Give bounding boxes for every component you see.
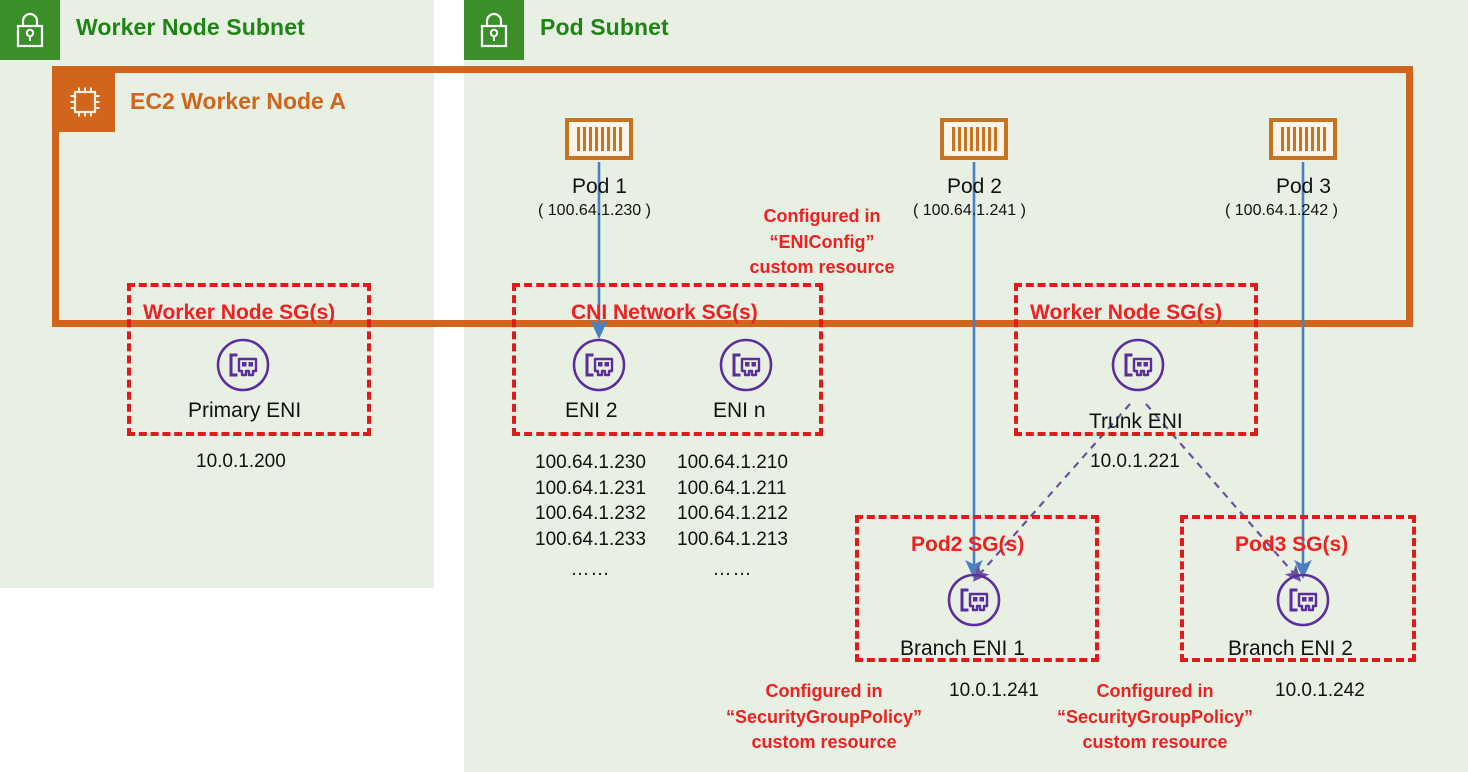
network-card-icon bbox=[946, 572, 1002, 628]
pod3-sg-box bbox=[1180, 515, 1416, 662]
cni-network-sg-title: CNI Network SG(s) bbox=[571, 301, 758, 324]
worker-node-subnet-title: Worker Node Subnet bbox=[76, 14, 305, 40]
ec2-worker-node-title: EC2 Worker Node A bbox=[130, 88, 346, 114]
pod-container-icon bbox=[1269, 118, 1337, 160]
ip-pool-ellipsis: …… bbox=[712, 558, 753, 580]
sgp-note-pod3: Configured in “SecurityGroupPolicy” cust… bbox=[1029, 679, 1281, 756]
lock-icon bbox=[480, 12, 508, 48]
network-card-icon bbox=[1110, 337, 1166, 393]
pod-subnet-title: Pod Subnet bbox=[540, 14, 669, 40]
ip-pool-entry: 100.64.1.213 bbox=[677, 528, 788, 550]
network-card-icon bbox=[718, 337, 774, 393]
pod2-label: Pod 2 bbox=[947, 175, 1002, 198]
network-card-icon bbox=[1275, 572, 1331, 628]
ec2-worker-node-badge bbox=[55, 72, 115, 132]
ip-pool-entry: 100.64.1.231 bbox=[535, 477, 646, 499]
pod-subnet-badge bbox=[464, 0, 524, 60]
branch-eni-1-ip: 10.0.1.241 bbox=[949, 680, 1039, 701]
enin-ip-pool: 100.64.1.210 100.64.1.211 100.64.1.212 1… bbox=[677, 450, 788, 582]
cpu-chip-icon bbox=[70, 87, 100, 117]
pod2-ip: ( 100.64.1.241 ) bbox=[913, 202, 1026, 219]
pod-container-icon bbox=[565, 118, 633, 160]
ip-pool-entry: 100.64.1.212 bbox=[677, 503, 788, 525]
eniconfig-note: Configured in “ENIConfig” custom resourc… bbox=[676, 204, 968, 281]
sgp-note-pod3-line2: “SecurityGroupPolicy” bbox=[1056, 706, 1254, 727]
eniconfig-note-line2: “ENIConfig” bbox=[769, 231, 875, 252]
cni-network-sg-box bbox=[512, 283, 823, 436]
pod1-ip: ( 100.64.1.230 ) bbox=[538, 202, 651, 219]
ip-pool-entry: 100.64.1.232 bbox=[535, 503, 646, 525]
eni-n-label: ENI n bbox=[713, 399, 766, 422]
sgp-note-pod2-line3: custom resource bbox=[751, 732, 897, 753]
ip-pool-entry: 100.64.1.210 bbox=[677, 452, 788, 473]
pod3-sg-title: Pod3 SG(s) bbox=[1235, 533, 1349, 556]
primary-eni-label: Primary ENI bbox=[188, 399, 302, 422]
ip-pool-ellipsis: …… bbox=[570, 558, 611, 580]
branch-eni-1-label: Branch ENI 1 bbox=[900, 637, 1025, 660]
network-card-icon bbox=[215, 337, 271, 393]
ip-pool-entry: 100.64.1.211 bbox=[677, 477, 787, 499]
worker-node-sg-left-box bbox=[127, 283, 371, 436]
pod2-sg-box bbox=[855, 515, 1099, 662]
eniconfig-note-line1: Configured in bbox=[763, 206, 881, 226]
pod2-sg-title: Pod2 SG(s) bbox=[911, 533, 1025, 556]
sgp-note-pod2: Configured in “SecurityGroupPolicy” cust… bbox=[698, 679, 950, 756]
pod-container-icon bbox=[940, 118, 1008, 160]
pod3-ip: ( 100.64.1.242 ) bbox=[1225, 202, 1338, 219]
ip-pool-entry: 100.64.1.233 bbox=[535, 528, 646, 550]
sgp-note-pod3-line3: custom resource bbox=[1082, 732, 1228, 753]
branch-eni-2-ip: 10.0.1.242 bbox=[1275, 680, 1365, 701]
sgp-note-pod2-line1: Configured in bbox=[765, 681, 883, 701]
primary-eni-ip: 10.0.1.200 bbox=[196, 451, 286, 472]
eni2-ip-pool: 100.64.1.230 100.64.1.231 100.64.1.232 1… bbox=[535, 450, 646, 582]
branch-eni-2-label: Branch ENI 2 bbox=[1228, 637, 1353, 660]
network-card-icon bbox=[571, 337, 627, 393]
sgp-note-pod3-line1: Configured in bbox=[1096, 681, 1214, 701]
ec2-worker-node-boundary bbox=[52, 66, 1413, 327]
worker-node-sg-right-title: Worker Node SG(s) bbox=[1030, 301, 1223, 324]
trunk-eni-ip: 10.0.1.221 bbox=[1090, 451, 1180, 472]
worker-node-sg-left-title: Worker Node SG(s) bbox=[143, 301, 336, 324]
sgp-note-pod2-line2: “SecurityGroupPolicy” bbox=[725, 706, 923, 727]
trunk-eni-label: Trunk ENI bbox=[1089, 410, 1183, 433]
lock-icon bbox=[16, 12, 44, 48]
pod1-label: Pod 1 bbox=[572, 175, 627, 198]
worker-node-subnet-badge bbox=[0, 0, 60, 60]
eni-2-label: ENI 2 bbox=[565, 399, 618, 422]
eniconfig-note-line3: custom resource bbox=[749, 257, 895, 278]
worker-node-sg-right-box bbox=[1014, 283, 1258, 436]
pod3-label: Pod 3 bbox=[1276, 175, 1331, 198]
ip-pool-entry: 100.64.1.230 bbox=[535, 452, 646, 473]
